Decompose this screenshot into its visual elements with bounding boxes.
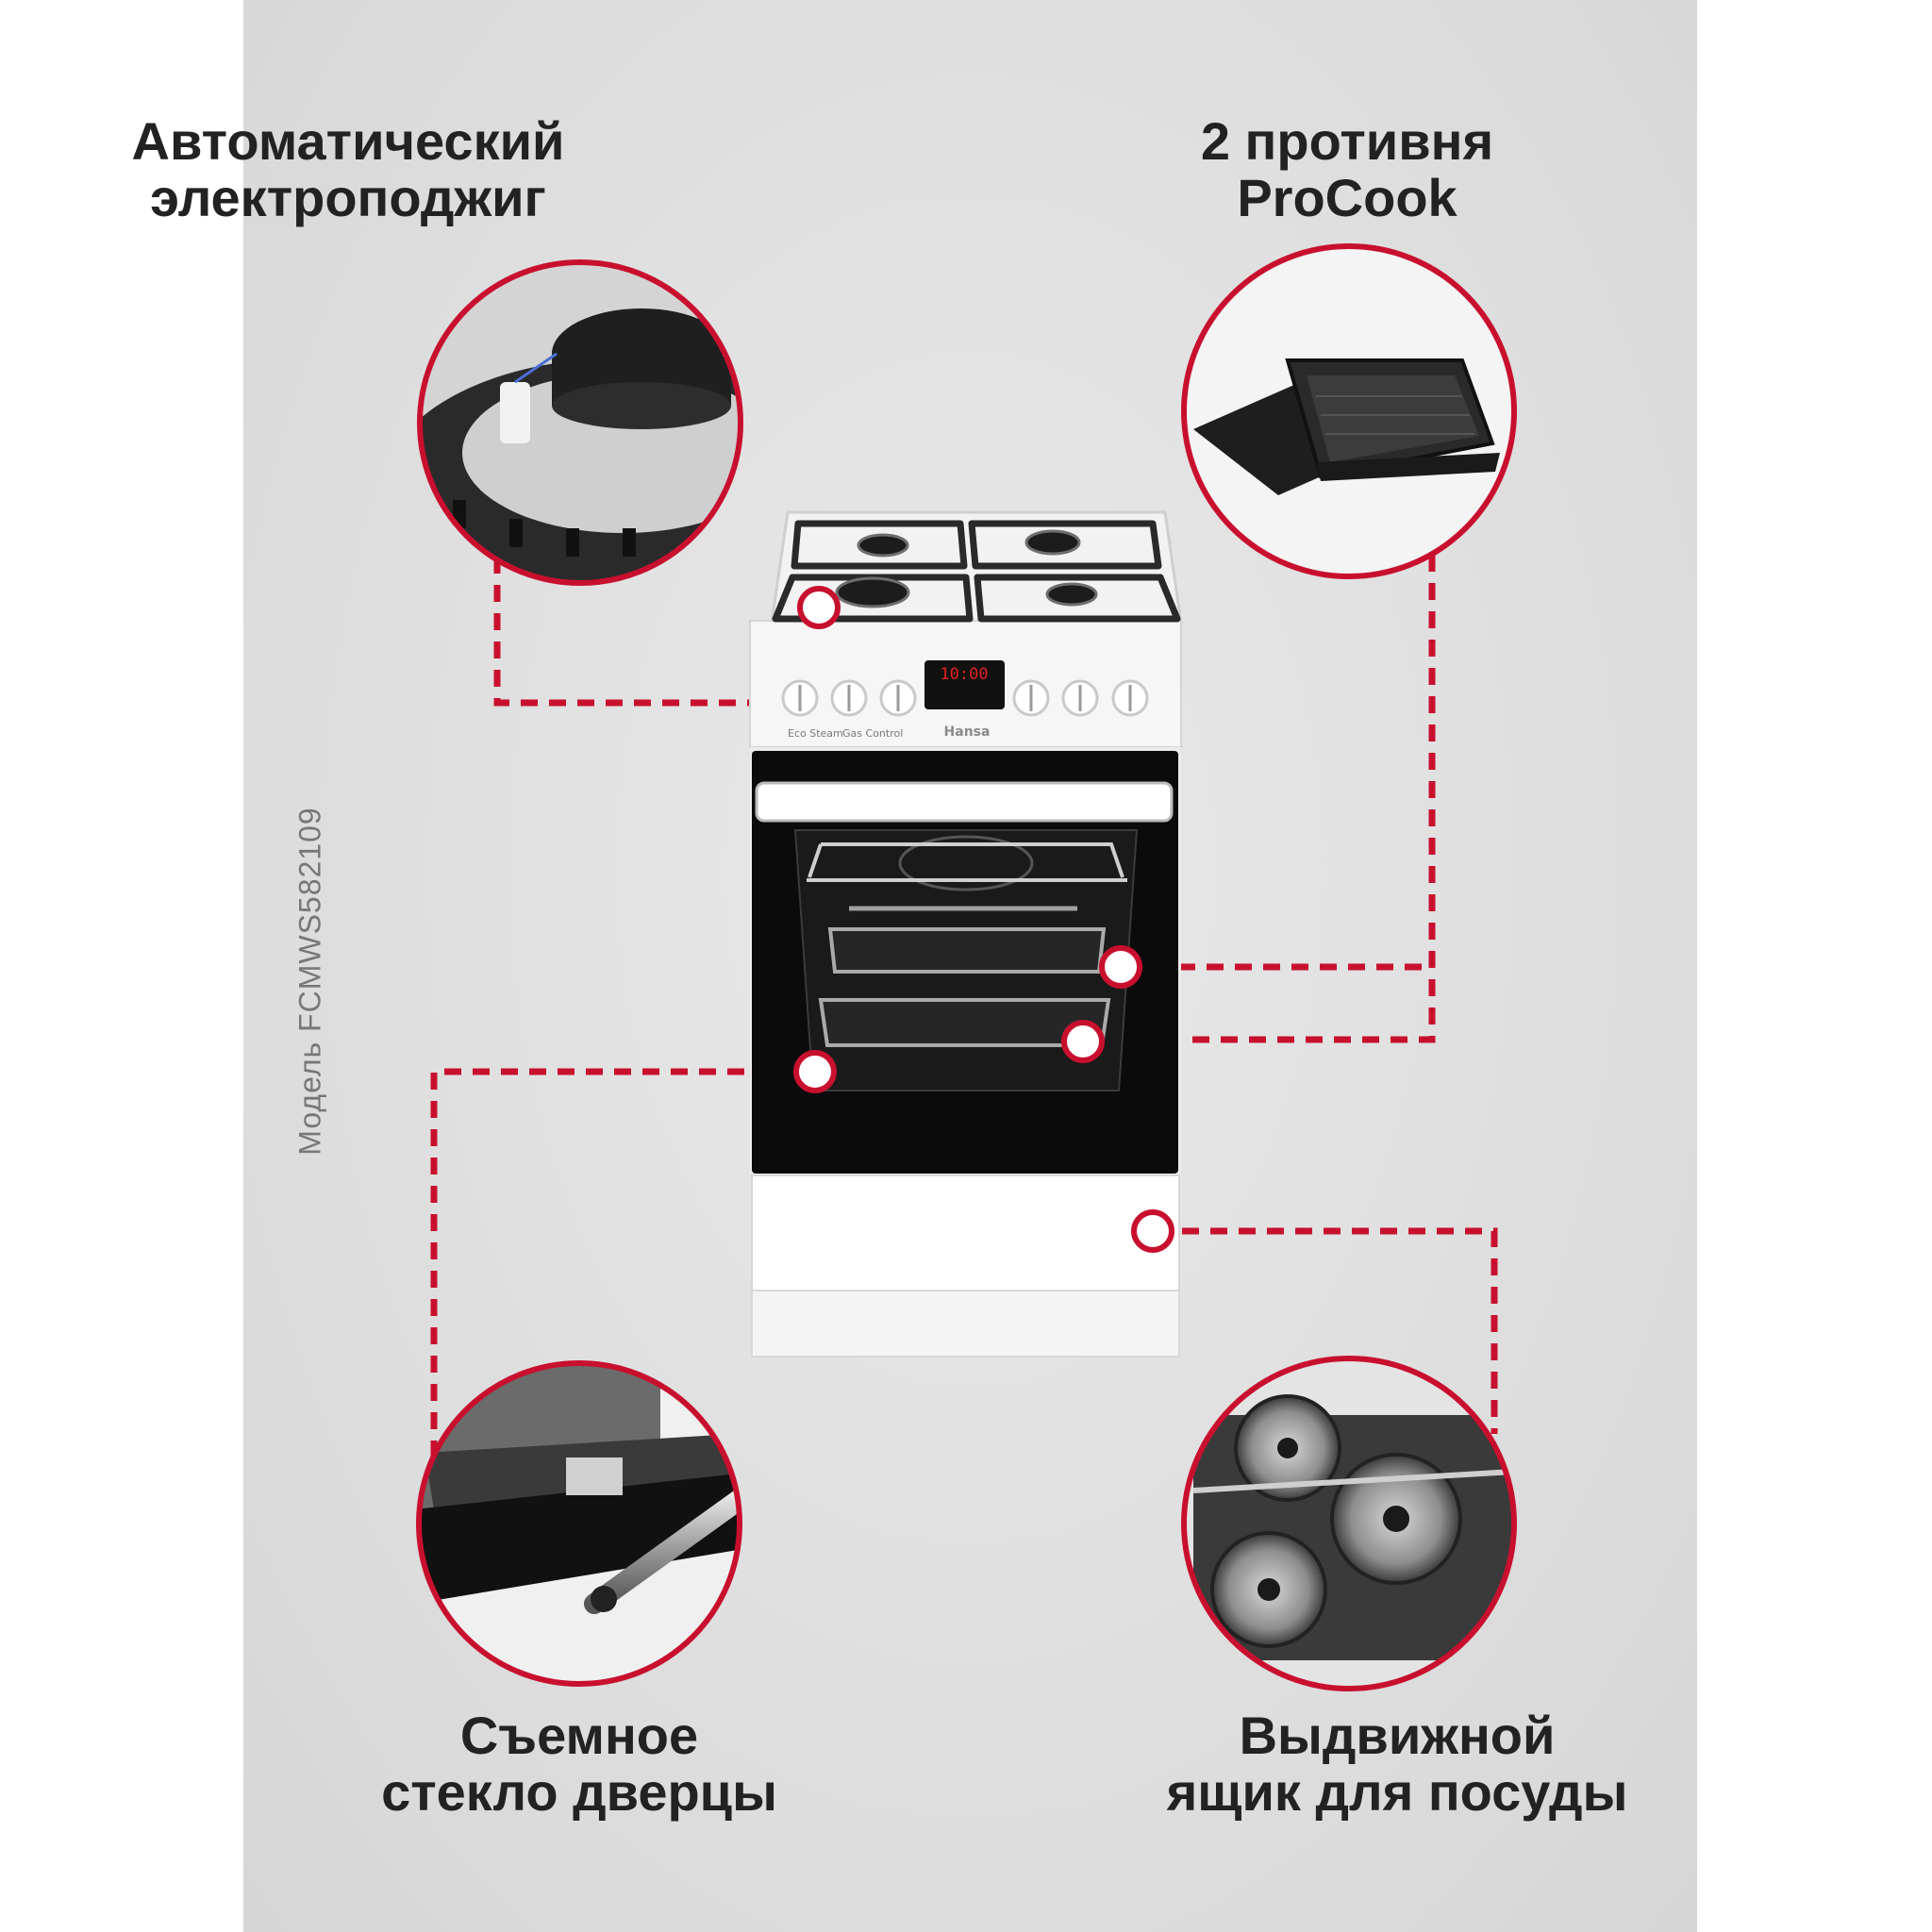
feature-title-ignition: Автоматический электроподжиг [131,111,565,227]
hotspot-drawer[interactable] [1131,1209,1174,1253]
timer-display: 10:00 [940,665,988,684]
cooktop-grates [772,520,1181,623]
feature-title-drawer: Выдвижной ящик для посуды [1166,1706,1628,1822]
feature-title-door-glass: Съемное стекло дверцы [381,1706,777,1822]
drawer-closeup [1181,1356,1517,1691]
plinth [751,1290,1180,1357]
trays-closeup [1181,243,1517,579]
hotspots [793,586,1174,1253]
model-label: Модель FCMWS582109 [292,807,327,1156]
badge-gas-control: Gas Control [842,727,903,740]
connector-lines [430,555,1498,1457]
badge-eco-steam: Eco Steam [788,727,843,740]
gas-stove: 10:00 Eco Steam Gas Control Hansa [749,510,1183,1357]
burners [835,529,1098,608]
brand-logo: Hansa [944,724,991,740]
baking-trays [818,927,1111,1047]
storage-drawer [751,1174,1180,1291]
wire-rack [807,842,1127,882]
hotspot-door-glass[interactable] [793,1050,837,1093]
door-glass-closeup [416,1360,742,1687]
hotspot-tray-upper[interactable] [1099,945,1142,989]
hotspot-ignition[interactable] [797,586,841,629]
control-panel: 10:00 Eco Steam Gas Control Hansa [781,660,1149,740]
oven-door-handle [755,781,1174,823]
feature-title-trays: 2 противня ProCook [1200,111,1494,227]
hotspot-tray-lower[interactable] [1061,1020,1105,1063]
